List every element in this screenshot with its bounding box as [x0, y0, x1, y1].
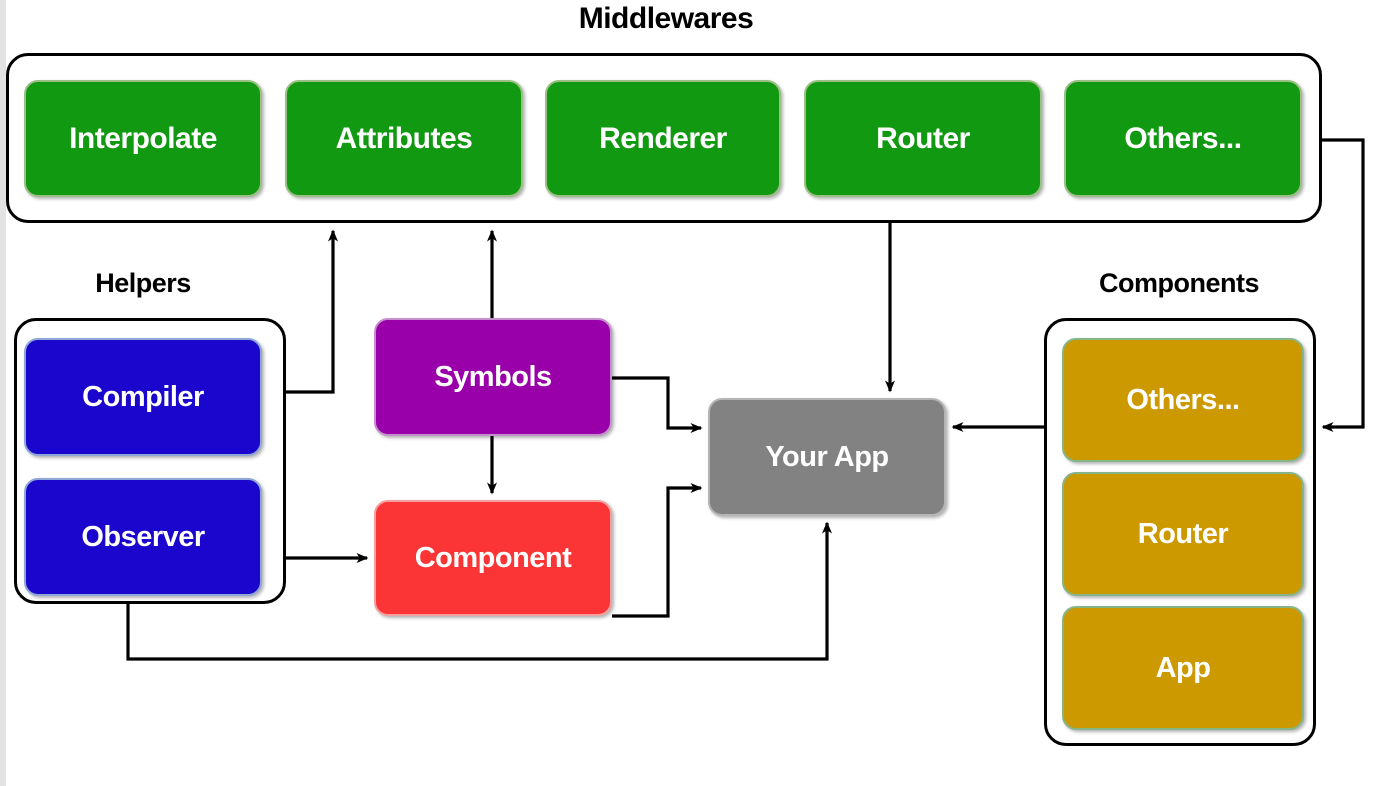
node-app-component[interactable]: App [1062, 606, 1304, 730]
node-component[interactable]: Component [374, 500, 612, 616]
group-title-middlewares: Middlewares [578, 2, 754, 35]
group-title-helpers: Helpers [95, 268, 191, 298]
node-interpolate[interactable]: Interpolate [24, 80, 262, 197]
node-symbols[interactable]: Symbols [374, 318, 612, 436]
node-renderer[interactable]: Renderer [545, 80, 781, 197]
node-attributes[interactable]: Attributes [285, 80, 523, 197]
node-your-app[interactable]: Your App [708, 398, 946, 516]
node-router-component[interactable]: Router [1062, 472, 1304, 596]
edge-symbols-to-yourapp [612, 376, 703, 433]
edge-component-to-yourapp [612, 483, 703, 618]
node-others-middleware[interactable]: Others... [1064, 80, 1302, 197]
group-title-components: Components [1099, 268, 1260, 298]
node-others-component[interactable]: Others... [1062, 338, 1304, 462]
node-observer[interactable]: Observer [24, 478, 262, 596]
node-compiler[interactable]: Compiler [24, 338, 262, 456]
node-router-middleware[interactable]: Router [804, 80, 1042, 197]
left-gutter-strip [0, 0, 6, 786]
